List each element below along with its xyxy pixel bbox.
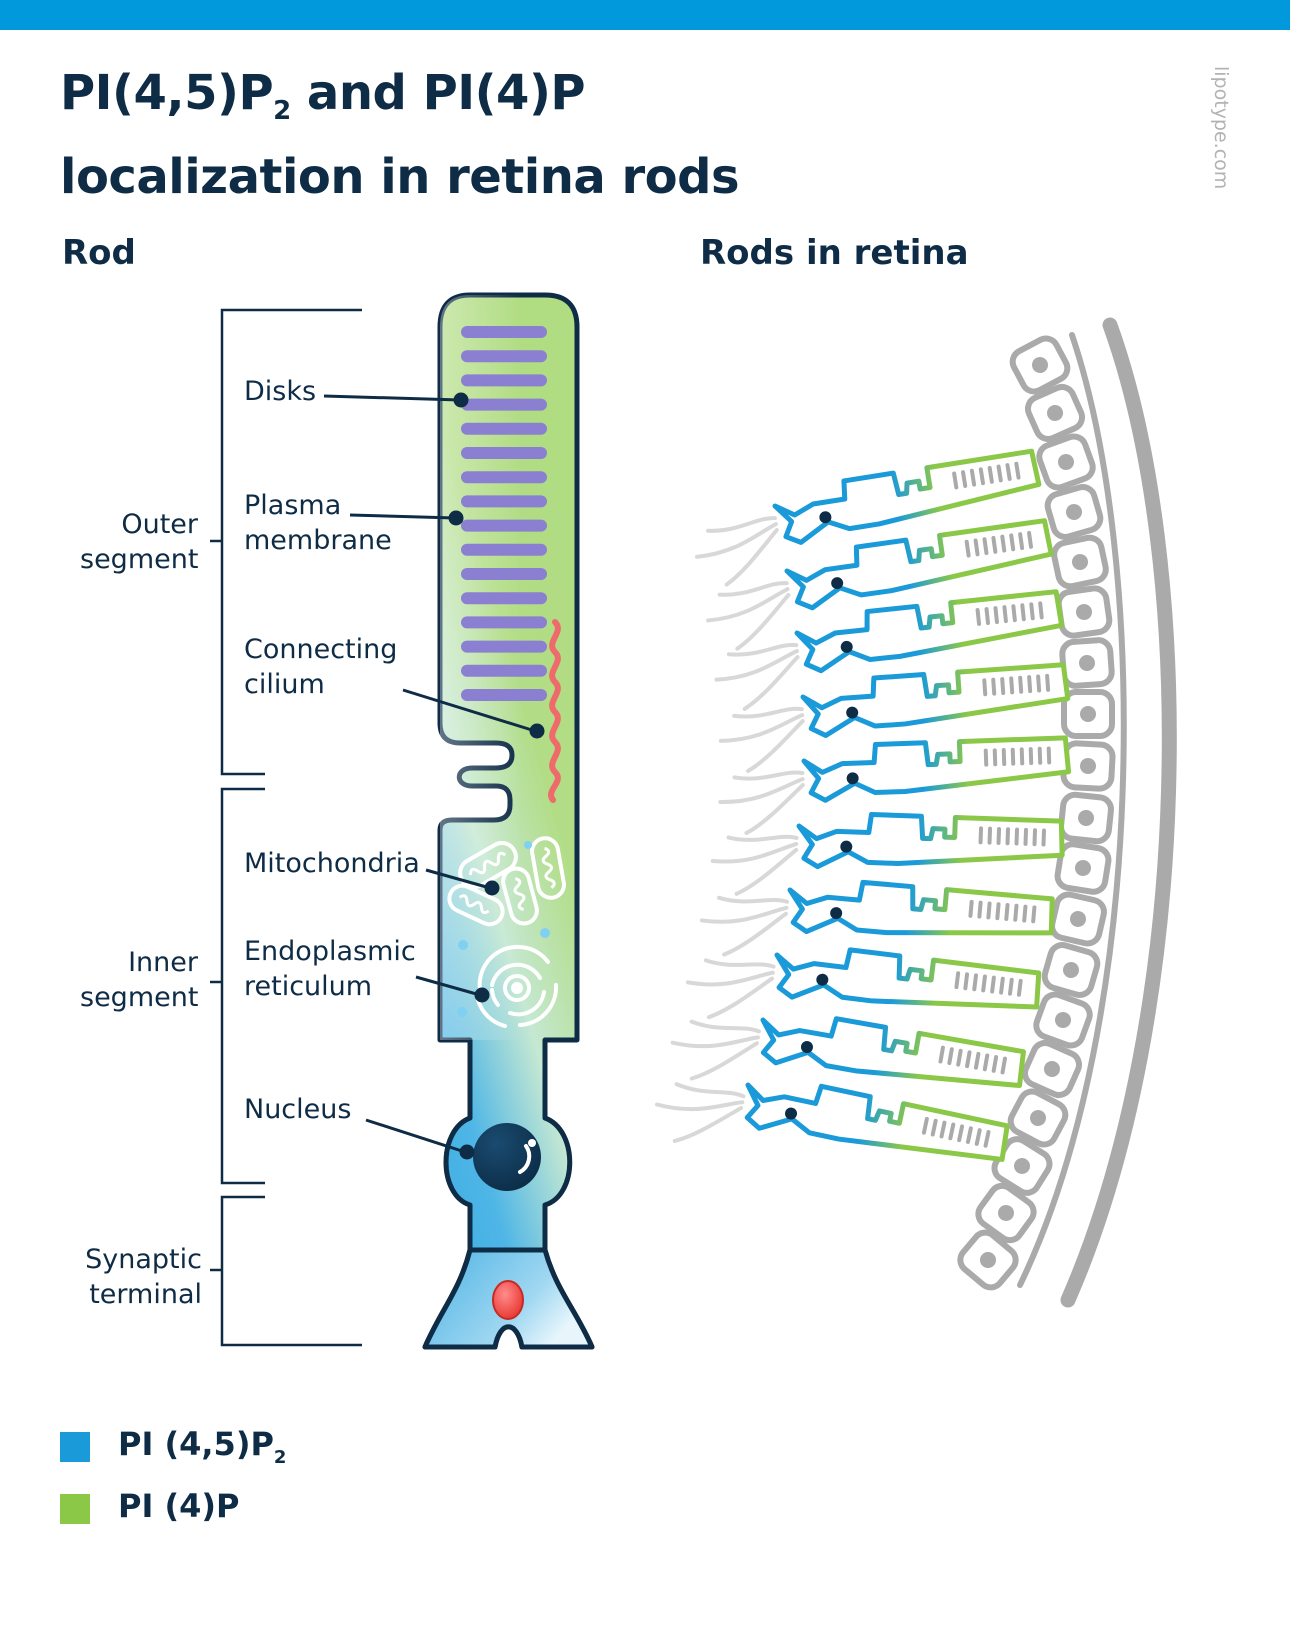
epithelium-cell <box>1021 1039 1083 1099</box>
legend-label-pi4p: PI (4)P <box>118 1487 240 1525</box>
retina-rod <box>700 879 1055 957</box>
disk <box>461 592 547 605</box>
disk <box>461 664 547 677</box>
disk <box>461 519 547 532</box>
pigment-epithelium-cells <box>957 335 1116 1291</box>
epithelium-cell <box>1054 841 1112 895</box>
retina-rod <box>714 589 1065 711</box>
legend-swatch-blue <box>60 1431 90 1462</box>
title-line2: localization in retina rods <box>60 149 740 205</box>
epithelium-cell <box>1049 891 1107 947</box>
epithelium-cell <box>1024 383 1086 443</box>
label-inner-segment: Inner segment <box>80 947 199 1013</box>
disk <box>461 326 547 338</box>
label-nucleus: Nucleus <box>244 1094 352 1125</box>
label-outer-segment: Outer segment <box>80 509 199 575</box>
legend-swatch-green <box>60 1493 90 1524</box>
retina-outer-layer <box>1060 317 1177 1308</box>
top-accent-bar <box>0 0 1290 30</box>
endoplasmic-reticulum <box>476 944 559 1028</box>
disk <box>461 543 547 556</box>
page-title: PI(4,5)P2 and PI(4)P localization in ret… <box>60 60 740 210</box>
bracket-synaptic <box>220 1195 362 1347</box>
retina-rod <box>710 812 1065 896</box>
epithelium-cell <box>1059 637 1115 689</box>
disk <box>461 350 547 363</box>
epithelium-cell <box>1041 942 1101 998</box>
epithelium-cell <box>975 1182 1037 1244</box>
disk <box>461 447 547 459</box>
retina-rod <box>718 662 1071 774</box>
label-endoplasmic-reticulum: Endoplasmic reticulum <box>244 936 416 1002</box>
label-disks: Disks <box>244 376 317 407</box>
disk <box>461 495 547 508</box>
title-subscript: 2 <box>273 96 291 126</box>
epithelium-cell <box>1033 991 1093 1049</box>
epithelium-cell <box>1051 534 1109 590</box>
er-dots <box>457 841 550 1017</box>
disk <box>461 422 547 435</box>
legend-item-pi45p2: PI (4,5)P2 <box>60 1425 286 1468</box>
disk <box>461 398 547 411</box>
disk <box>461 640 547 653</box>
legend-label-pi45p2: PI (4,5)P2 <box>118 1425 287 1468</box>
retina-illustration <box>654 317 1177 1308</box>
disk <box>461 616 547 629</box>
label-synaptic-terminal: Synaptic terminal <box>85 1244 202 1310</box>
bracket-inner <box>220 787 265 1185</box>
epithelium-cell <box>1009 335 1071 395</box>
disk <box>461 374 547 387</box>
retina-rod <box>718 735 1072 836</box>
nucleus <box>473 1123 541 1191</box>
leader-lines <box>323 392 545 1160</box>
title-part2: and PI(4)P <box>290 65 586 121</box>
retina-rod <box>694 448 1042 587</box>
retina-rod <box>706 518 1054 651</box>
retina-rod <box>686 947 1042 1020</box>
retina-rod <box>670 1016 1026 1089</box>
epithelium-cell <box>1036 433 1096 491</box>
label-mitochondria: Mitochondria <box>244 848 420 879</box>
label-connecting-cilium: Connecting cilium <box>244 634 398 700</box>
disk <box>461 568 547 580</box>
epithelium-cell <box>1058 791 1114 845</box>
retina-rod-cells <box>654 448 1072 1162</box>
synaptic-vesicle <box>492 1280 524 1320</box>
disk <box>461 689 547 701</box>
heading-rod: Rod <box>62 233 136 273</box>
epithelium-cell <box>1044 484 1104 540</box>
legend-item-pi4p: PI (4)P <box>60 1487 239 1530</box>
heading-rods-in-retina: Rods in retina <box>700 233 969 273</box>
label-plasma-membrane: Plasma membrane <box>244 490 392 556</box>
connecting-cilium <box>548 619 561 803</box>
epithelium-cell <box>957 1229 1019 1291</box>
disk-stack <box>461 326 547 701</box>
mitochondria-group <box>447 836 566 927</box>
title-part1: PI(4,5)P <box>60 65 274 121</box>
disk <box>461 471 547 484</box>
epithelium-cell <box>1061 689 1115 739</box>
epithelium-cell <box>1055 585 1113 639</box>
retina-membrane <box>1017 332 1127 1288</box>
segment-brackets <box>210 308 362 1347</box>
epithelium-cell <box>1007 1088 1069 1148</box>
retina-rod <box>654 1082 1010 1162</box>
